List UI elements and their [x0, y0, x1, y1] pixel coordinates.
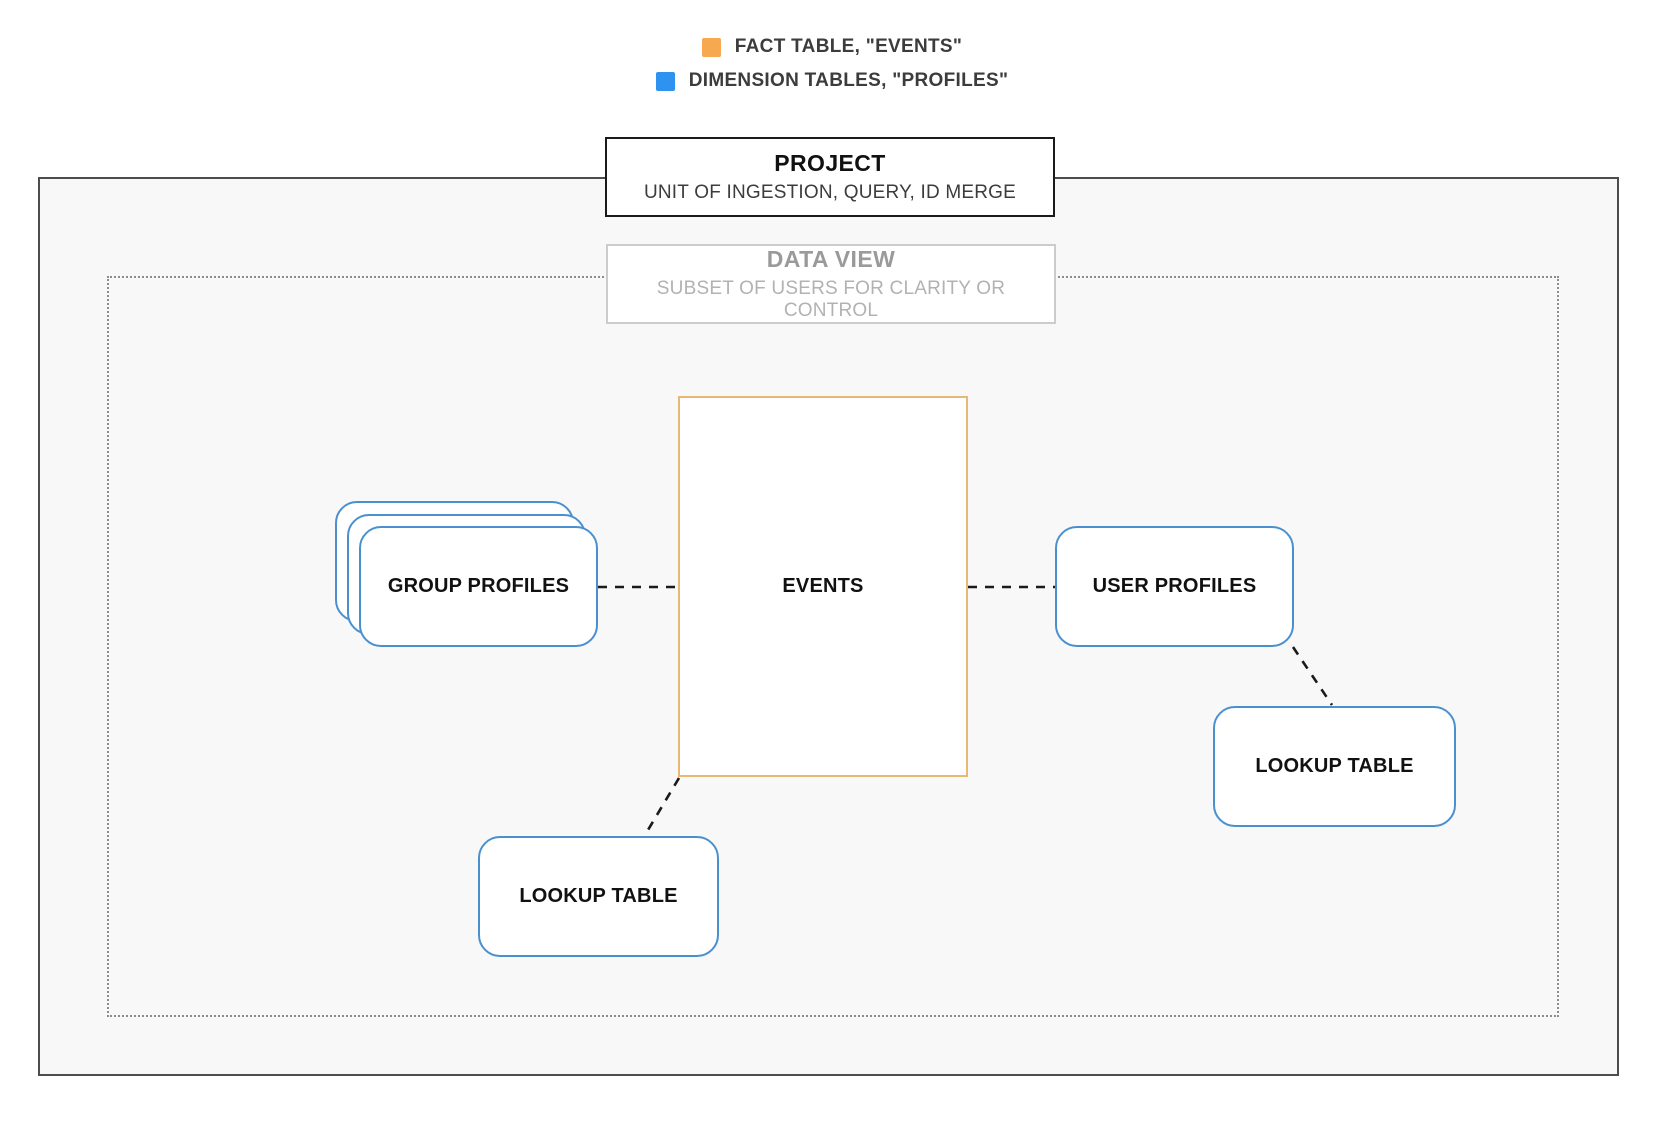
project-title: PROJECT [774, 150, 886, 176]
node-group-profiles: GROUP PROFILES [335, 501, 599, 648]
node-user-profiles-label: USER PROFILES [1092, 575, 1257, 597]
project-subtitle: UNIT OF INGESTION, QUERY, ID MERGE [643, 182, 1017, 203]
node-user-profiles: USER PROFILES [1055, 526, 1294, 647]
data-view-header-box: DATA VIEW SUBSET OF USERS FOR CLARITY OR… [606, 244, 1056, 324]
fact-table-legend-label: FACT TABLE, "EVENTS" [734, 36, 963, 57]
node-events: EVENTS [678, 396, 968, 777]
dimension-tables-legend-label: DIMENSION TABLES, "PROFILES" [688, 70, 1009, 91]
connector-events-lookup-table-bottom [643, 777, 681, 836]
project-header-box: PROJECT UNIT OF INGESTION, QUERY, ID MER… [605, 137, 1055, 217]
node-group-profiles-label: GROUP PROFILES [387, 575, 570, 597]
connector-user-profiles-lookup-table-right [1291, 646, 1334, 706]
group-profiles-stack-front: GROUP PROFILES [359, 526, 598, 647]
node-events-label: EVENTS [782, 575, 864, 597]
dimension-tables-swatch-icon [655, 71, 675, 91]
legend: FACT TABLE, "EVENTS" DIMENSION TABLES, "… [0, 36, 1664, 92]
legend-item-fact-table: FACT TABLE, "EVENTS" [701, 36, 963, 58]
node-lookup-table-right-label: LOOKUP TABLE [1255, 755, 1414, 777]
legend-item-dimension-tables: DIMENSION TABLES, "PROFILES" [655, 70, 1009, 92]
node-lookup-table-bottom-label: LOOKUP TABLE [519, 885, 678, 907]
data-view-subtitle: SUBSET OF USERS FOR CLARITY OR CONTROL [656, 278, 1006, 321]
data-view-title: DATA VIEW [766, 246, 896, 272]
node-lookup-table-bottom: LOOKUP TABLE [478, 836, 719, 957]
fact-table-swatch-icon [701, 37, 721, 57]
node-lookup-table-right: LOOKUP TABLE [1213, 706, 1456, 827]
